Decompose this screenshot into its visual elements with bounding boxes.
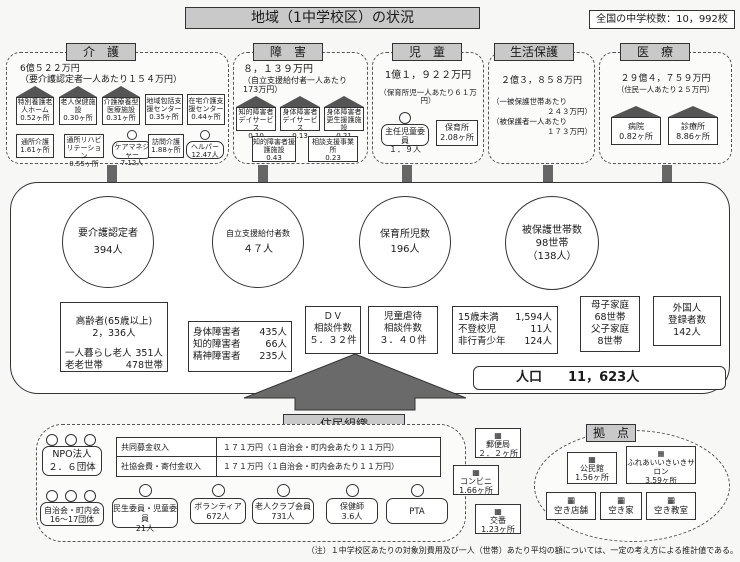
dv-box: ＤＶ 相談件数 ５．３２件 [305,306,361,354]
circle-shogai: 自立支援給付者数 ４７人 [212,196,304,288]
population-bar: 人口 11，623人 [473,366,726,390]
up-arrow [243,353,467,411]
seikatsu-cost: ２億３，８５８万円 [500,76,582,86]
tab-iryo: 医 療 [620,43,690,61]
kyoten-region [534,430,730,542]
tab-kaigo: 介 護 [66,43,136,61]
page-title: 地域（1中学校区）の状況 [185,7,480,29]
facility-shintai-kosei: 身体障害者更生援護施設0.21 [324,107,364,140]
arrow-shogai [258,165,268,183]
income-row: 社協会費・寄付金収入 １７１万円（１自治会・町内会あたり１１万円） [117,457,440,476]
shogai-cost-note2: 173万円） [243,85,283,94]
kyoten-label: 拠 点 [586,424,636,442]
arrow-seikatsu [543,165,553,183]
jido-cost-note: （保育所児一人あたり６１万円） [379,88,477,105]
arrow-jido [402,165,412,183]
income-table: 共同募金収入 １７１万円（１自治会・町内会あたり１１万円） 社協会費・寄付金収入… [116,437,441,477]
circle-jido: 保育所児数 196人 [359,196,451,288]
single-parent-box: 母子家庭 68世帯 父子家庭 8世帯 [580,296,640,352]
akiten-icon: ▦空き店舗 [546,492,596,520]
seikatsu-note2: （被保護者一人あたり [492,117,567,126]
facility-chiteki-day: 知的障害者デイサービス0.10 [236,107,276,140]
footnote: （注）１中学校区あたりの対象別費用及び一人（世帯）あたり平均の額については、一定… [306,546,738,555]
shogai-cost: ８，１３９万円 [243,64,313,75]
abuse-box: 児童虐待 相談件数 ３．４０件 [368,306,438,354]
kaigo-cost-note: （要介護認定者一人あたり１５４万円） [20,75,183,85]
jido-cost: 1億１，９２２万円 [384,70,472,81]
circle-kaigo: 要介護認定者 394人 [62,196,154,288]
tab-jido: 児 童 [392,43,462,61]
akikyoshitsu-icon: ▦空き教室 [646,492,696,520]
org-pta: PTA [386,484,448,532]
iryo-cost-note: （住民一人あたり２５万円） [616,85,715,94]
arrow-iryo [662,165,672,183]
income-row: 共同募金収入 １７１万円（１自治会・町内会あたり１１万円） [117,438,440,457]
akiya-icon: ▦空き家 [600,492,642,520]
tab-shogai: 障 害 [253,43,323,61]
shogai-cost-note: （自立支援給付者一人あたり [243,76,347,85]
tab-seikatsu: 生活保護 [494,43,574,61]
foreign-box: 外国人 登録者数 142人 [653,296,721,346]
iryo-cost: ２９億４，７５９万円 [620,74,711,84]
kaigo-cost: 6億５２２万円 [20,64,80,74]
arrow-kaigo [107,165,117,183]
seikatsu-panel [488,52,595,164]
school-count: 全国の中学校数：10，992校 [589,10,735,29]
seikatsu-note2-val: １７３万円） [547,127,592,136]
seikatsu-note1: （一被保護世帯あたり [492,97,567,106]
seikatsu-note1-val: ２４３万円） [547,107,592,116]
circle-seikatsu: 被保護世帯数 98世帯 （138人） [505,196,599,290]
